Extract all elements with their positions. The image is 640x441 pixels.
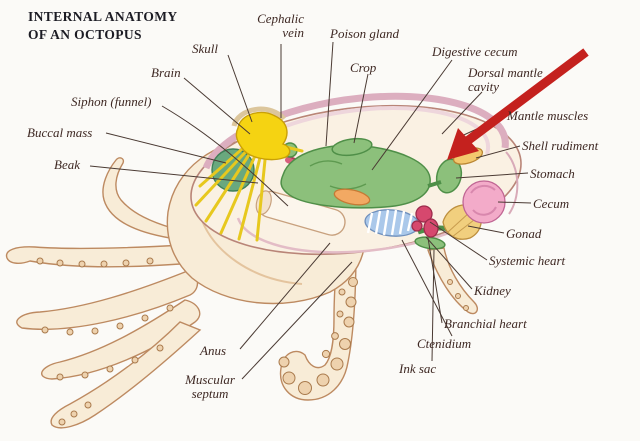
leader-dorsal-mantle-cavity: [441, 91, 483, 135]
label-gonad: Gonad: [506, 226, 542, 241]
label-ink-sac: Ink sac: [399, 361, 437, 376]
arm-left-lower: [41, 299, 201, 380]
label-branchial-heart: Branchial heart: [444, 316, 527, 331]
gonad-texture: [447, 211, 475, 238]
label-anus: Anus: [200, 343, 226, 358]
figure-title: INTERNAL ANATOMY OF AN OCTOPUS: [28, 8, 178, 43]
leader-digestive-cecum: [371, 59, 453, 171]
label-ctenidium: Ctenidium: [417, 336, 472, 351]
leader-crop: [353, 73, 369, 144]
label-dorsal-mantle-cavity: Dorsal mantle cavity: [468, 65, 543, 95]
leader-siphon: [161, 105, 289, 207]
label-systemic-heart: Systemic heart: [489, 253, 566, 268]
red-arrow-icon: [447, 48, 589, 160]
arm-front-curl-tip: [102, 157, 173, 239]
leader-kidney: [425, 236, 473, 290]
label-cecum: Cecum: [533, 196, 570, 211]
label-stomach: Stomach: [530, 166, 575, 181]
figure-title-line1: INTERNAL ANATOMY: [28, 9, 178, 24]
label-beak: Beak: [54, 157, 80, 172]
label-kidney: Kidney: [474, 283, 511, 298]
gland-texture-1: [309, 160, 343, 167]
leader-beak: [89, 165, 259, 184]
label-crop: Crop: [350, 60, 377, 75]
branchial-heart-shape: [423, 218, 439, 238]
label-poison-gland: Poison gland: [330, 26, 399, 41]
leader-skull: [227, 54, 253, 123]
label-buccal-mass: Buccal mass: [27, 125, 93, 140]
leader-brain: [183, 77, 251, 135]
heart-lobe: [411, 220, 423, 232]
leader-poison-gland: [325, 41, 334, 147]
brain-shape: [235, 111, 291, 161]
skull-cap: [231, 106, 286, 127]
arm-left-middle: [16, 269, 199, 330]
label-mantle-muscles: Mantle muscles: [507, 108, 589, 123]
label-shell-rudiment: Shell rudiment: [522, 138, 599, 153]
stomach-duct: [427, 180, 442, 188]
leader-anus: [239, 242, 331, 350]
ink-sac-shape: [333, 188, 371, 206]
label-siphon: Siphon (funnel): [71, 94, 152, 109]
systemic-heart-shape: [415, 205, 433, 223]
leader-stomach: [455, 172, 529, 179]
leader-cecum: [497, 201, 532, 204]
leader-systemic-heart: [429, 221, 488, 261]
leader-shell-rudiment: [475, 145, 521, 159]
label-brain: Brain: [151, 65, 181, 80]
leader-buccal-mass: [105, 132, 227, 164]
leader-ink-sac: [431, 249, 435, 362]
arm-left-upper: [5, 244, 192, 268]
label-skull: Skull: [192, 41, 218, 56]
crop-shape: [331, 137, 373, 157]
label-digestive-cecum: Digestive cecum: [432, 44, 518, 59]
leader-ctenidium: [401, 239, 453, 337]
ctenidium-shape: [364, 209, 420, 237]
leader-muscular-septum: [241, 261, 353, 380]
leader-gonad: [467, 225, 505, 234]
hearts: [411, 205, 439, 238]
label-muscular-septum: Muscular septum: [185, 372, 235, 402]
mantle-right-fold: [505, 151, 519, 215]
label-cephalic-vein: Cephalic vein: [257, 11, 304, 41]
head-shading: [199, 214, 303, 285]
figure-title-line2: OF AN OCTOPUS: [28, 26, 142, 42]
leader-branchial-heart: [427, 237, 443, 324]
nerves: [194, 140, 304, 242]
